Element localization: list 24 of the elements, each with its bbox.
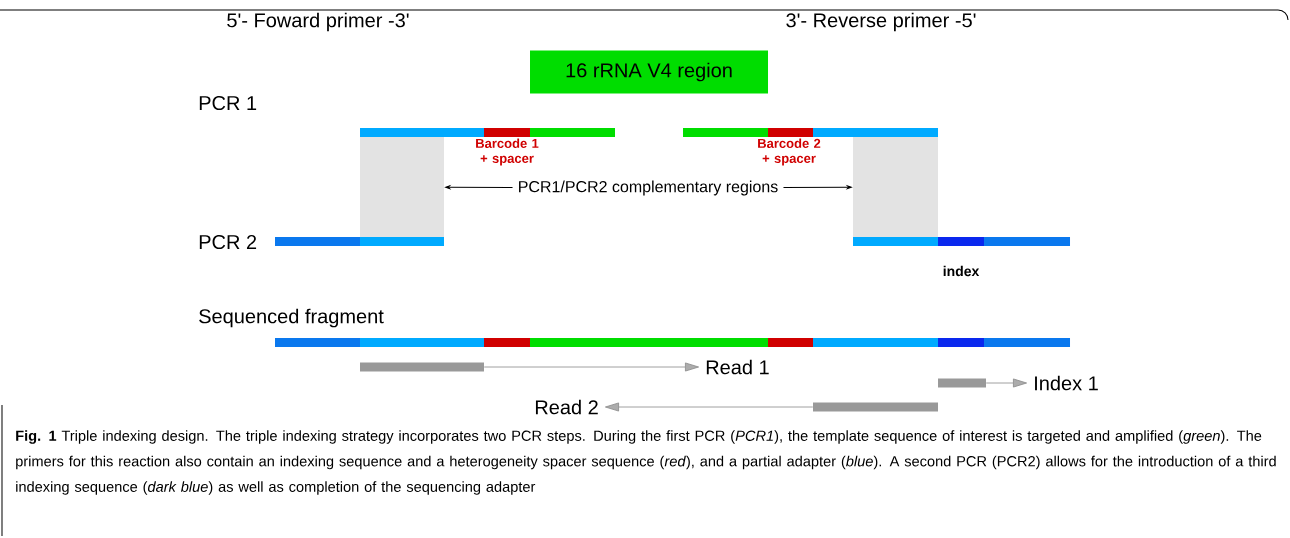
overlap-region — [360, 137, 444, 237]
caption: Fig. 1 Triple indexing design. The triple indexing strategy incorporates two PCR steps. During the first PCR (PCR1), the template sequence of interest is targeted and amplified (green). The primers for this reaction also contain an indexing sequence and a heterogeneity spacer sequence (red), and a partial adapter (blue). A second PCR (PCR2) allows for the introduction of a third indexing sequence (dark blue) as well as completion of the sequencing adapter — [16, 430, 1276, 495]
label: 5'- Foward primer -3' — [227, 12, 409, 32]
label: PCR 2 — [199, 234, 257, 250]
barcode-label: Barcode 2 + spacer — [758, 138, 821, 166]
region-box: 16 rRNA V4 region — [530, 50, 768, 94]
label: PCR 1 — [199, 95, 257, 111]
annotation-text: PCR1/PCR2 complementary regions — [519, 180, 778, 196]
read-bar — [813, 402, 938, 412]
read-bar — [938, 378, 986, 388]
arrow — [985, 378, 1027, 388]
annotation-text: Read 1 — [706, 359, 769, 375]
arrow — [445, 185, 514, 190]
label: 3'- Reverse primer -5' — [786, 12, 976, 32]
read-bar — [360, 362, 484, 372]
label: Sequenced fragment — [199, 308, 384, 328]
barcode-label: Barcode 1 + spacer — [476, 138, 539, 166]
arrow — [483, 362, 699, 372]
annotation-text: Read 2 — [535, 399, 598, 415]
overlap-region — [853, 137, 938, 237]
annotation-text: Index 1 — [1035, 375, 1098, 391]
arrow — [783, 185, 852, 190]
index-label: index — [943, 265, 980, 277]
arrow — [605, 402, 814, 412]
